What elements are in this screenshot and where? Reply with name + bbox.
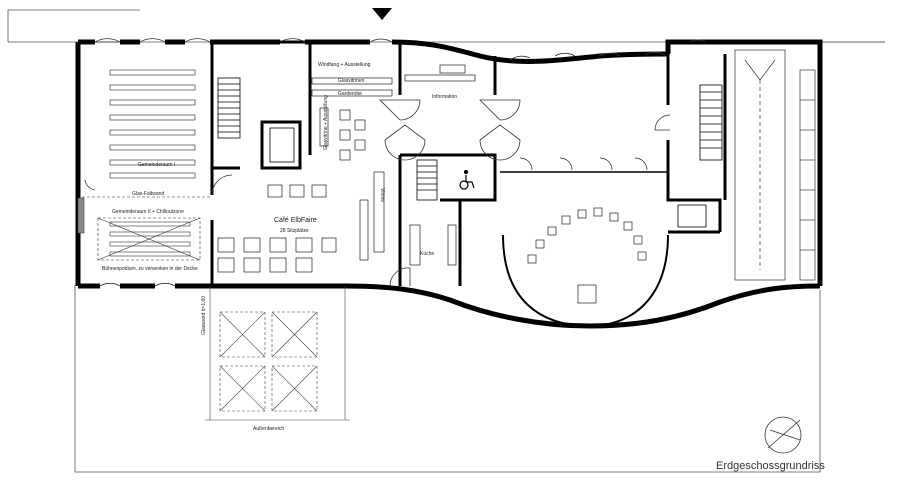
north-arrow-icon <box>764 416 802 454</box>
label-buehnenpodium: Bühnenpodium, zu versenken in der Decke <box>102 266 198 272</box>
stage-area <box>77 196 212 261</box>
label-aussenbereich: Außenbereich <box>253 426 284 432</box>
cafe-tables <box>217 109 385 273</box>
seating-rows <box>109 69 196 179</box>
stairs <box>217 77 723 201</box>
doors <box>84 38 706 287</box>
label-windfang: Windfang + Ausstellung <box>318 62 371 68</box>
entrance-arrow-icon <box>372 8 392 20</box>
label-cafe-seats: 28 Sitzplätze <box>280 228 309 234</box>
label-glasvitrine-ausstellung: Glasvitrine + Ausstellung <box>323 95 329 150</box>
site-boundary <box>7 9 885 473</box>
label-information: Information <box>432 94 457 100</box>
label-glas-faltwand: Glas-Faltwand <box>132 191 164 197</box>
wheelchair-icon <box>459 169 475 190</box>
label-gemeinderaum-1: Gemeinderaum I <box>138 162 175 168</box>
label-cafe-name: Café ElbFaire <box>274 217 317 224</box>
label-glasvitrinen: Glasvitrinen <box>338 78 365 84</box>
label-glaswand: Glaswand h=1.60 <box>201 296 207 335</box>
plan-title: Erdgeschossgrundriss <box>716 460 825 472</box>
inner-walls <box>210 40 727 286</box>
label-kueche: Küche <box>420 251 434 257</box>
outdoor-area <box>205 286 350 421</box>
label-gemeinderaum-2: Gemeinderaum II + Chilloutzone <box>112 209 184 215</box>
hall-seating <box>500 157 669 328</box>
ramp <box>734 49 816 281</box>
counters <box>311 64 476 266</box>
label-vitrine: Vitrine <box>379 188 385 202</box>
label-garderobe: Garderobe <box>338 91 362 97</box>
elevators <box>269 127 707 228</box>
